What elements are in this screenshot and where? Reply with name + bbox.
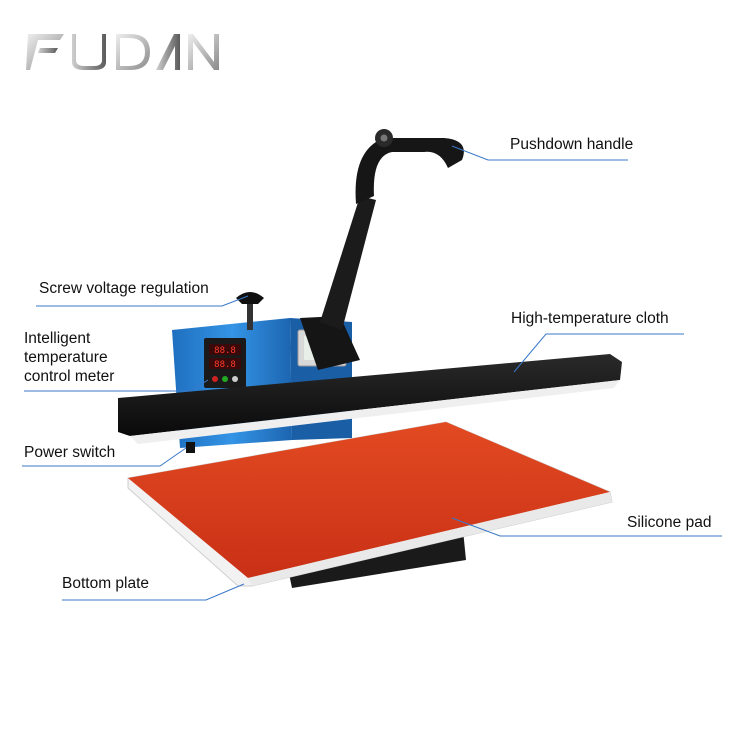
meter-digits-top: 88.8 [214, 346, 236, 356]
leader-power-switch [22, 447, 187, 467]
pushdown-handle-shape [355, 138, 464, 204]
callout-bottom-plate: Bottom plate [62, 575, 150, 592]
high-temperature-cloth-shape [130, 380, 620, 444]
leader-high-temp-cloth [513, 333, 684, 373]
brand-logo [26, 34, 219, 70]
leader-screw-voltage [36, 295, 249, 307]
callout-high-temperature-cloth: High-temperature cloth [511, 310, 669, 327]
screw-knob-icon [236, 292, 264, 304]
lever-arm [320, 196, 376, 330]
leader-silicone-pad [451, 517, 722, 537]
callout-pushdown-handle: Pushdown handle [510, 136, 634, 153]
silicone-pad-shape [128, 422, 610, 578]
meter-digits-bottom: 88.8 [214, 360, 236, 370]
callout-intelligent-temperature-control-meter: Intelligent temperature control meter [24, 330, 115, 385]
upper-platen [118, 354, 622, 436]
callout-power-switch: Power switch [24, 444, 116, 461]
leader-temp-meter [24, 379, 209, 392]
leader-lines [22, 145, 722, 601]
callout-silicone-pad: Silicone pad [627, 514, 712, 531]
callout-screw-voltage-regulation: Screw voltage regulation [39, 280, 209, 297]
power-switch-icon [186, 442, 195, 453]
screw-shaft [247, 300, 253, 330]
leader-pushdown-handle [451, 145, 628, 161]
leader-bottom-plate [62, 583, 245, 601]
arm-bracket [300, 316, 360, 370]
pad-edge [248, 492, 612, 586]
